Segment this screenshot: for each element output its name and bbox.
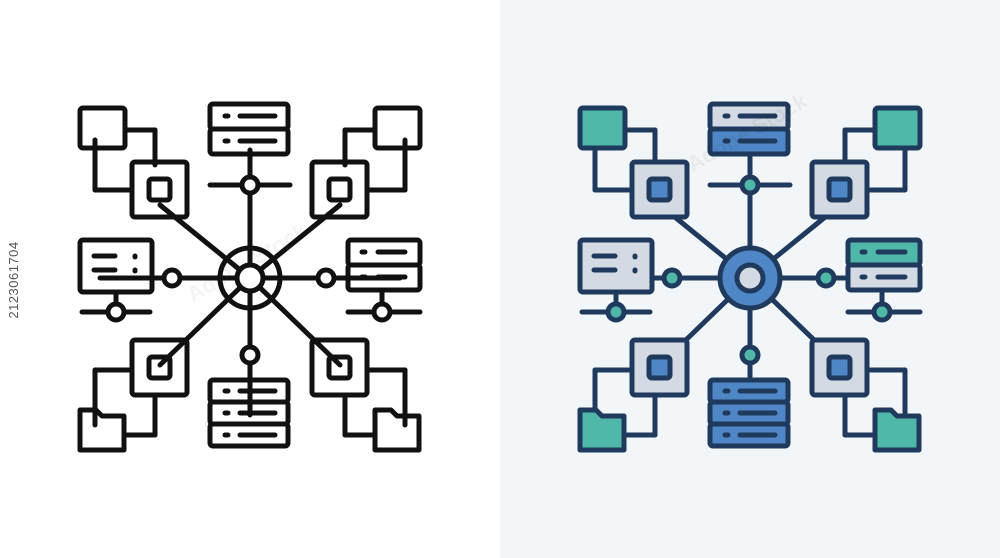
- square-node-icon: [872, 105, 923, 151]
- chip-icon: [309, 159, 370, 220]
- hub-core: [234, 262, 266, 294]
- connector-dot: [371, 301, 393, 323]
- connector-dot: [871, 301, 893, 323]
- chip-core: [326, 354, 353, 381]
- folder-icon: [577, 407, 627, 453]
- connector-dot: [739, 174, 761, 196]
- square-node-icon: [77, 105, 128, 151]
- network-hub-icon-colored: [577, 101, 923, 453]
- desktop-icon: [577, 237, 655, 295]
- folder-icon: [77, 407, 127, 453]
- hub-core: [734, 262, 766, 294]
- hub-outer-ring: [217, 245, 283, 311]
- connector-dot: [739, 344, 761, 366]
- desktop-icon: [77, 237, 155, 295]
- folder-icon: [372, 407, 422, 453]
- chip-core: [646, 176, 673, 203]
- connector-dot: [161, 267, 183, 289]
- connector-dot: [815, 267, 837, 289]
- chip-icon: [309, 337, 370, 398]
- connector-dot: [315, 267, 337, 289]
- chip-core: [826, 354, 853, 381]
- chip-icon: [129, 159, 190, 220]
- connector-dot: [605, 301, 627, 323]
- chip-core: [326, 176, 353, 203]
- chip-core: [646, 354, 673, 381]
- right-panel-colored: [500, 0, 1000, 558]
- square-node-icon: [577, 105, 628, 151]
- server-unit: [207, 421, 291, 449]
- stock-id: 2123061704: [6, 241, 21, 319]
- folder-icon: [872, 407, 922, 453]
- connector-dot: [661, 267, 683, 289]
- square-node-icon: [372, 105, 423, 151]
- network-hub-icon-outline: [77, 101, 423, 453]
- left-panel-outline: 2123061704: [6, 101, 423, 453]
- chip-core: [146, 354, 173, 381]
- server-unit: [207, 126, 291, 157]
- chip-core: [146, 176, 173, 203]
- connector-dot: [239, 344, 261, 366]
- connector-dot: [105, 301, 127, 323]
- chip-icon: [129, 337, 190, 398]
- connector-dot: [239, 174, 261, 196]
- chip-core: [826, 176, 853, 203]
